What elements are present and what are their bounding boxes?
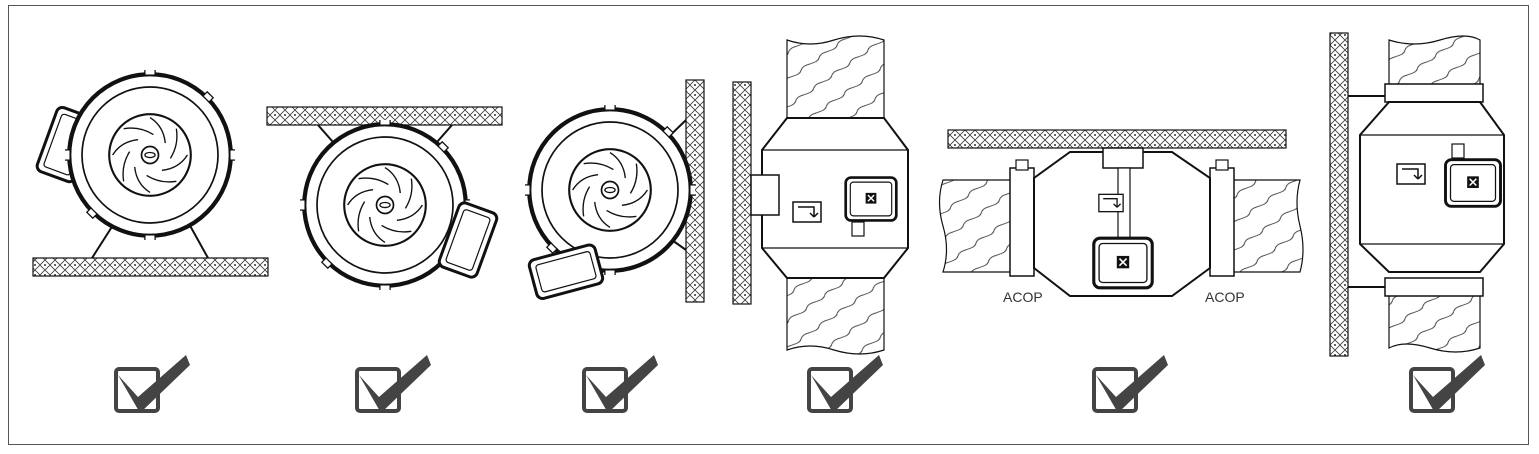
control-box [437,201,499,279]
label-acop-right: ACOP [1205,289,1245,305]
fan-icon [64,69,236,241]
control-box [527,243,605,301]
wall-slab [1329,32,1349,357]
duct-bottom [786,274,885,355]
ceiling-slab [947,129,1287,149]
clamp-bottom [1384,277,1484,297]
airflow-arrow-icon [1098,193,1124,213]
option-vertical-duct-wall-clamps [1329,32,1505,357]
check-icon [584,355,658,413]
label-acop-left: ACOP [1003,289,1043,305]
check-icon [809,355,883,413]
duct-right [1219,179,1304,273]
option-horizontal-floor-mount [32,69,269,277]
clamp-top [1384,83,1484,103]
control-box [1443,158,1503,208]
wall-bracket [750,174,780,216]
figure-frame [8,5,1529,445]
duct-top [1388,35,1481,89]
airflow-arrow-icon [792,201,822,223]
duct-left [938,179,1016,273]
check-icon [1411,355,1485,413]
wall-slab [732,81,752,305]
duct-top [786,35,885,119]
floor-slab [32,257,269,277]
control-box [1092,236,1154,290]
option-horizontal-duct-clamps: ACOP ACOP [938,129,1304,305]
check-icon [116,355,190,413]
check-icon [1094,355,1168,413]
option-vertical-duct-wall-bracket [732,35,909,355]
fan-icon [524,104,696,276]
duct-bottom [1388,294,1481,353]
clamp-right [1209,167,1235,277]
control-box [843,176,899,222]
clamp-left [1009,167,1035,277]
fan-housing [1359,101,1505,273]
option-horizontal-wall-mount [524,79,705,303]
option-horizontal-ceiling-mount [266,106,503,291]
airflow-arrow-icon [1396,163,1426,185]
check-icon [357,355,431,413]
